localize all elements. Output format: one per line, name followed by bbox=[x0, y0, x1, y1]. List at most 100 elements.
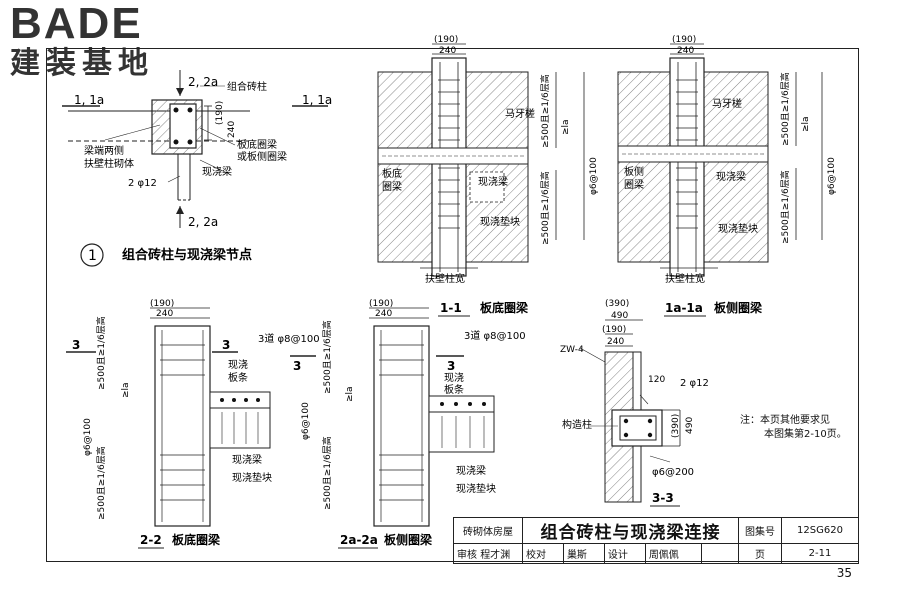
s22-cast-beam bbox=[209, 407, 271, 449]
s2a-bars: 3道 φ8@100 bbox=[464, 329, 526, 342]
s11-ring-beam bbox=[377, 147, 529, 165]
drawing-frame bbox=[46, 48, 859, 562]
s11-dim-bot: ≥500且≥1/6层高 bbox=[539, 171, 551, 245]
s1a-dim-top: ≥500且≥1/6层高 bbox=[779, 72, 791, 146]
s11-ring-b: 圈梁 bbox=[382, 180, 402, 193]
s11-pad bbox=[469, 171, 505, 203]
tb-title: 组合砖柱与现浇梁连接 bbox=[522, 517, 739, 544]
logo-subtitle: 建装基地 bbox=[10, 46, 154, 81]
s2a-3b: 3 bbox=[447, 359, 455, 373]
s2a-caption: 板侧圈梁 bbox=[384, 532, 432, 547]
s1a-ring-beam bbox=[617, 145, 769, 163]
s1a-column bbox=[669, 57, 705, 277]
brand-logo: BADE 建装基地 bbox=[10, 2, 180, 87]
s33-2phi12: 2 φ12 bbox=[680, 378, 709, 389]
s11-caption: 板底圈梁 bbox=[480, 300, 528, 315]
section-2-2: (190) 240 3 3 3道 φ8@100 现浇 板条 ≥500且≥1/6层… bbox=[66, 299, 320, 549]
s22-phi: φ6@100 bbox=[83, 418, 93, 456]
d1-cast-beam: 现浇梁 bbox=[202, 165, 232, 178]
s22-la: ≥la bbox=[121, 382, 131, 398]
s2a-caption-id: 2a-2a bbox=[340, 533, 378, 547]
d1-num-circle bbox=[80, 243, 104, 267]
note-line-2: 本图集第2-10页。 bbox=[764, 429, 847, 440]
s33-col-label: 构造柱 bbox=[562, 418, 592, 431]
s2a-dim-bot: ≥500且≥1/6层高 bbox=[321, 436, 333, 510]
title-block: 砖砌体房屋 组合砖柱与现浇梁连接 图集号 12SG620 审核 程才渊 校对 巢… bbox=[453, 517, 859, 564]
s2a-190: (190) bbox=[369, 299, 393, 309]
tb-atlas-no: 12SG620 bbox=[781, 517, 859, 544]
s22-dim-top: ≥500且≥1/6层高 bbox=[95, 316, 107, 390]
tb-category: 砖砌体房屋 bbox=[453, 517, 523, 544]
s1a-240: 240 bbox=[677, 46, 694, 56]
s22-slab-b: 板条 bbox=[228, 371, 248, 384]
tb-page-no: 2-11 bbox=[781, 543, 859, 564]
section-1a-1a: (190) 240 马牙槎 板侧 圈梁 现浇梁 现浇垫块 ≥500且≥1/6层高… bbox=[617, 35, 837, 317]
d1-sec-left: 1, 1a bbox=[74, 93, 104, 107]
tb-designer: 周佩佩 bbox=[644, 543, 703, 564]
note-line-1: 注：本页其他要求见 bbox=[740, 415, 830, 426]
s33-120: 120 bbox=[648, 375, 665, 385]
s1a-ring-a: 板侧 bbox=[624, 165, 644, 178]
s22-slab bbox=[209, 391, 271, 409]
s1a-dim-bot: ≥500且≥1/6层高 bbox=[779, 170, 791, 244]
s2a-slab-b: 板条 bbox=[444, 383, 464, 396]
d1-beam-masonry-2: 扶壁柱砌体 bbox=[84, 157, 134, 170]
s1a-cast-beam: 现浇梁 bbox=[716, 170, 746, 183]
s22-pad-label: 现浇垫块 bbox=[232, 471, 272, 484]
tb-reviewer: 程才渊 bbox=[480, 550, 511, 561]
s1a-caption: 板侧圈梁 bbox=[714, 300, 762, 315]
s11-width: 扶壁柱宽 bbox=[425, 272, 465, 285]
section-3-3: (390) 490 (190) 240 ZW-4 120 2 φ12 构造柱 (… bbox=[560, 299, 709, 507]
s11-ring-a: 板底 bbox=[382, 167, 402, 180]
s22-caption-id: 2-2 bbox=[140, 533, 162, 547]
s22-3b: 3 bbox=[222, 338, 230, 352]
d1-caption: 组合砖柱与现浇梁节点 bbox=[122, 247, 252, 263]
d1-beam-masonry-1: 梁端两侧 bbox=[84, 144, 124, 157]
s33-390v: (390) bbox=[671, 414, 681, 438]
d1-2phi12: 2 φ12 bbox=[128, 178, 157, 189]
tb-review-label: 审核 bbox=[457, 550, 477, 561]
s2a-240: 240 bbox=[375, 309, 392, 319]
s33-390: (390) bbox=[605, 299, 629, 309]
s2a-3: 3 bbox=[293, 359, 301, 373]
s11-caption-id: 1-1 bbox=[440, 301, 462, 315]
s1a-phi: φ6@100 bbox=[827, 157, 837, 195]
s2a-la: ≥la bbox=[345, 386, 355, 402]
s22-slab-a: 现浇 bbox=[228, 358, 248, 371]
s22-dim-bot: ≥500且≥1/6层高 bbox=[95, 446, 107, 520]
d1-190: (190) bbox=[215, 101, 225, 125]
tb-review: 审核 程才渊 bbox=[453, 543, 523, 564]
d1-240: 240 bbox=[227, 121, 237, 138]
tb-page-label: 页 bbox=[738, 543, 782, 564]
s1a-ring-b: 圈梁 bbox=[624, 178, 644, 191]
d1-sec-bottom: 2, 2a bbox=[188, 215, 218, 229]
section-2a-2a: (190) 240 3 3 3道 φ8@100 现浇 板条 ≥500且≥1/6层… bbox=[290, 299, 526, 549]
s2a-column bbox=[373, 325, 430, 527]
s11-cast-beam: 现浇梁 bbox=[478, 175, 508, 188]
s2a-dim-top: ≥500且≥1/6层高 bbox=[321, 320, 333, 394]
s2a-pad-label: 现浇垫块 bbox=[456, 482, 496, 495]
tb-check-label: 校对 bbox=[522, 543, 564, 564]
s22-column bbox=[154, 325, 211, 527]
detail-1-plan: 1, 1a 1, 1a 2, 2a 2, 2a 组合砖柱 (190) 240 梁… bbox=[62, 70, 332, 267]
s11-column bbox=[431, 57, 467, 277]
s2a-cast-beam-label: 现浇梁 bbox=[456, 464, 486, 477]
s2a-cast-beam bbox=[428, 411, 495, 453]
d1-num: 1 bbox=[88, 248, 97, 264]
s11-190: (190) bbox=[434, 35, 458, 45]
s22-240: 240 bbox=[156, 309, 173, 319]
s22-bars: 3道 φ8@100 bbox=[258, 332, 320, 345]
logo-brand: BADE bbox=[10, 0, 143, 48]
page-number: 35 bbox=[836, 566, 852, 580]
s11-240: 240 bbox=[439, 46, 456, 56]
s11-dim-top: ≥500且≥1/6层高 bbox=[539, 74, 551, 148]
s1a-width: 扶壁柱宽 bbox=[665, 272, 705, 285]
tb-atlas-label: 图集号 bbox=[738, 517, 782, 544]
s33-phi200: φ6@200 bbox=[652, 467, 694, 478]
s11-horse: 马牙槎 bbox=[505, 107, 535, 120]
d1-ring-1: 板底圈梁 bbox=[237, 138, 277, 151]
s1a-caption-id: 1a-1a bbox=[665, 301, 703, 315]
note: 注：本页其他要求见 本图集第2-10页。 bbox=[740, 414, 847, 442]
tb-checker: 巢斯 bbox=[562, 543, 605, 564]
